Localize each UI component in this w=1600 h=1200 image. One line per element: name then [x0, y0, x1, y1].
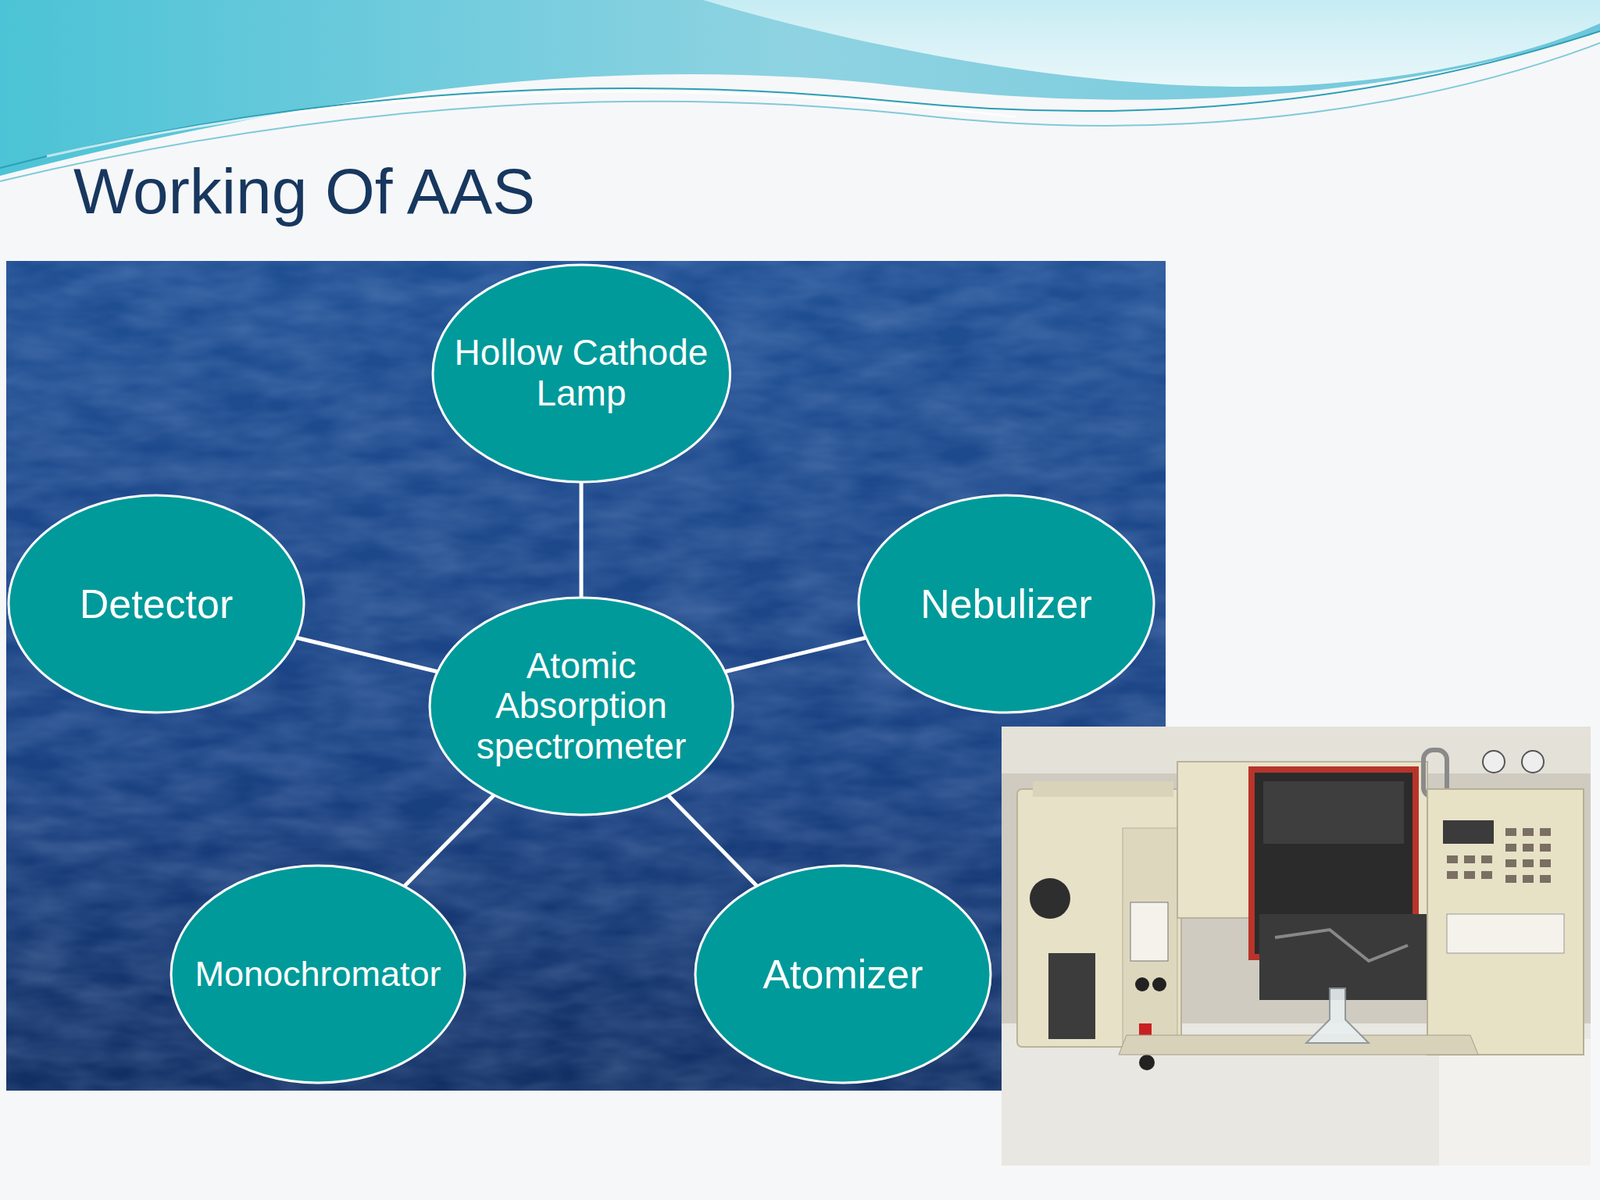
instrument-panel — [1048, 953, 1096, 1040]
ellipse-shape — [858, 495, 1154, 713]
burner-tubing — [1275, 929, 1408, 961]
instrument-window — [1130, 902, 1168, 961]
connector-line — [296, 637, 438, 672]
panel-ground — [6, 260, 1166, 1091]
connector-line — [403, 795, 494, 887]
component-label: Nebulizer — [920, 581, 1093, 627]
instrument-top — [1032, 781, 1174, 797]
wave-line — [46, 91, 1016, 157]
component-ellipse: Detector — [7, 493, 306, 715]
keypad — [1446, 828, 1551, 883]
control-unit — [1427, 789, 1584, 1055]
component-ellipse: Atomic Absorption spectrometer — [428, 596, 735, 817]
tray — [1118, 1035, 1479, 1055]
panel-texture — [6, 260, 1166, 1091]
component-label: Atomizer — [762, 951, 923, 997]
text-group: Hollow Cathode Lamp — [452, 332, 711, 414]
ellipse-shape — [695, 865, 991, 1083]
ellipse-shape — [171, 865, 465, 1083]
gauge — [1521, 750, 1544, 773]
wave-fill — [0, 0, 1600, 176]
photo-wall — [1001, 726, 1591, 1166]
component-label: Atomic Absorption spectrometer — [464, 646, 699, 768]
wave-highlight — [703, 0, 1600, 87]
control-label — [1446, 914, 1565, 954]
component-label: Monochromator — [194, 954, 441, 994]
instrument-button — [1139, 1023, 1152, 1036]
connector-line — [667, 795, 758, 886]
ellipse-shape — [8, 495, 304, 713]
component-label: Detector — [79, 581, 234, 627]
instrument-knob — [1135, 977, 1150, 992]
component-ellipse: Monochromator — [169, 864, 467, 1085]
window-reflection — [1263, 781, 1404, 844]
text-group: Nebulizer — [920, 581, 1093, 627]
photo-cabinet — [1439, 1039, 1591, 1166]
burner-compartment — [1259, 914, 1432, 1000]
instrument-knob — [1029, 878, 1071, 919]
instrument-photo — [1001, 726, 1591, 1166]
gauge — [1482, 750, 1505, 773]
text-group: Atomizer — [762, 951, 923, 997]
ellipse-shape — [432, 264, 731, 483]
instrument-left-unit — [1017, 789, 1182, 1047]
connector-line — [578, 482, 583, 598]
instrument-knob — [1152, 977, 1167, 992]
component-ellipse: Atomizer — [693, 864, 993, 1085]
ellipse-shape — [429, 597, 733, 815]
flask — [1306, 988, 1369, 1043]
connector-line — [725, 637, 866, 672]
wave-line — [0, 31, 1600, 168]
text-group: Detector — [79, 581, 234, 627]
instrument-front — [1122, 828, 1178, 1047]
slide-title: Working Of AAS — [73, 154, 536, 229]
text-group: Atomic Absorption spectrometer — [464, 646, 699, 768]
instrument-knob — [1139, 1054, 1155, 1071]
component-label: Hollow Cathode Lamp — [452, 332, 711, 414]
text-group: Monochromator — [194, 954, 441, 994]
control-display — [1442, 820, 1494, 844]
component-ellipse: Nebulizer — [857, 493, 1156, 715]
component-ellipse: Hollow Cathode Lamp — [431, 263, 733, 484]
